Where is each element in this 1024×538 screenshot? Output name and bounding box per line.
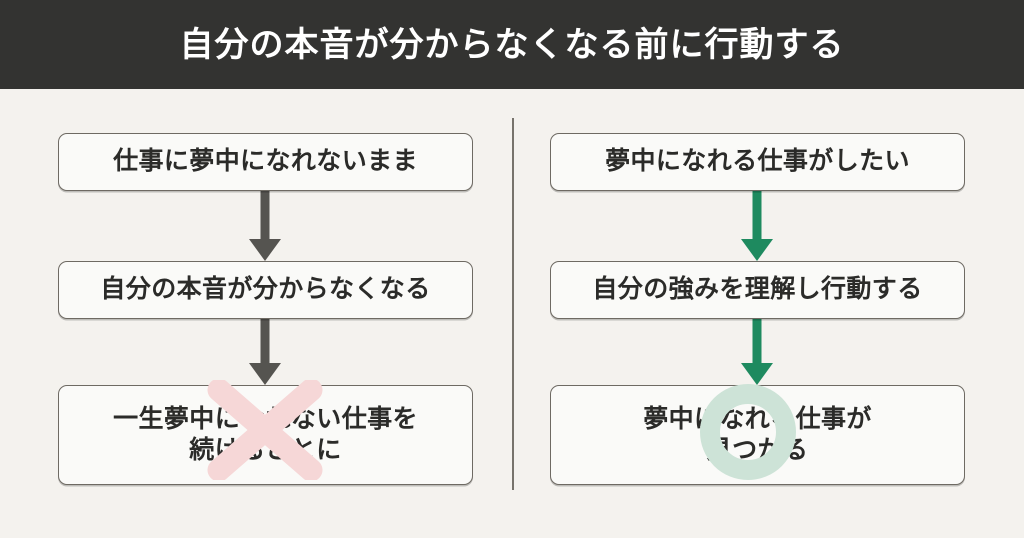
page-title: 自分の本音が分からなくなる前に行動する xyxy=(179,25,845,64)
right-node-2-label: 自分の強みを理解し行動する xyxy=(592,275,923,304)
right-node-1[interactable]: 夢中になれる仕事がしたい xyxy=(550,133,965,191)
column-divider xyxy=(512,118,514,490)
arrow-head xyxy=(741,363,773,385)
arrow-head xyxy=(249,363,281,385)
left-node-2[interactable]: 自分の本音が分からなくなる xyxy=(58,261,473,319)
left-node-1[interactable]: 仕事に夢中になれないまま xyxy=(58,133,473,191)
right-arrow-2-icon xyxy=(719,319,795,385)
arrow-shaft xyxy=(260,319,270,365)
left-arrow-2-icon xyxy=(227,319,303,385)
left-column: 仕事に夢中になれないまま 自分の本音が分からなくなる 一生夢中になれない仕事を … xyxy=(58,133,473,485)
left-node-2-label: 自分の本音が分からなくなる xyxy=(100,275,431,304)
arrow-shaft xyxy=(752,191,762,241)
left-node-1-label: 仕事に夢中になれないまま xyxy=(113,147,418,176)
right-node-1-label: 夢中になれる仕事がしたい xyxy=(605,147,910,176)
left-node-3-label: 一生夢中になれない仕事を 続けることに xyxy=(113,404,418,465)
header-bar: 自分の本音が分からなくなる前に行動する xyxy=(0,0,1024,89)
left-node-3[interactable]: 一生夢中になれない仕事を 続けることに xyxy=(58,385,473,485)
left-arrow-1-icon xyxy=(227,191,303,261)
right-node-3-label: 夢中になれる仕事が 見つかる xyxy=(643,404,872,465)
arrow-shaft xyxy=(260,191,270,241)
right-arrow-1-icon xyxy=(719,191,795,261)
arrow-head xyxy=(249,239,281,261)
right-column: 夢中になれる仕事がしたい 自分の強みを理解し行動する 夢中になれる仕事が 見つか… xyxy=(512,0,1024,538)
right-node-2[interactable]: 自分の強みを理解し行動する xyxy=(550,261,965,319)
right-node-3[interactable]: 夢中になれる仕事が 見つかる xyxy=(550,385,965,485)
arrow-head xyxy=(741,239,773,261)
arrow-shaft xyxy=(752,319,762,365)
